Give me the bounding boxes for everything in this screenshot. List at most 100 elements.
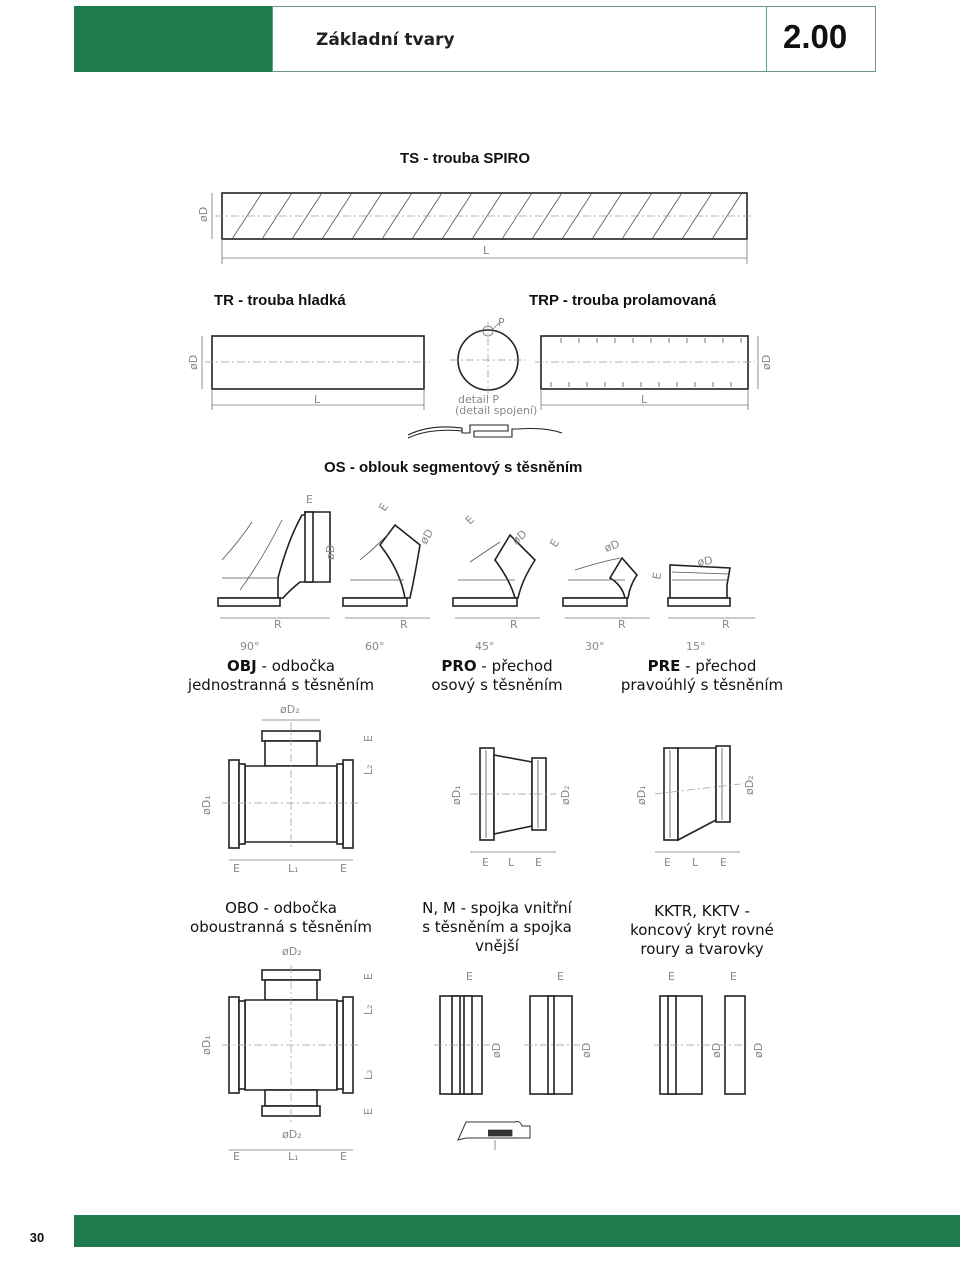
detail-p-marker: P — [498, 316, 505, 329]
pre-rest: - přechod — [680, 657, 757, 675]
tr-diameter-label: øD — [187, 355, 200, 370]
pre-d2-label: øD₂ — [743, 775, 756, 795]
ts-length-label: L — [483, 244, 490, 257]
obo-d1-label: øD₁ — [200, 1035, 213, 1055]
obo-e-top: E — [362, 973, 375, 980]
ts-diameter-label: øD — [197, 207, 210, 222]
kktr-title: KKTR, KKTV - koncový kryt rovné roury a … — [604, 902, 800, 959]
os-d-15: øD — [697, 554, 714, 569]
obo-l2-bottom: L₂ — [362, 1069, 375, 1080]
obj-e-right: E — [340, 862, 347, 875]
pro-e-right: E — [535, 856, 542, 869]
trp-title: TRP - trouba prolamovaná — [529, 292, 717, 309]
kktr-line1: KKTR, KKTV - — [654, 902, 750, 920]
obj-d2-label: øD₂ — [280, 703, 300, 716]
pre-reducer-drawing: øD₁ øD₂ E L E — [635, 745, 756, 869]
pro-d1-label: øD₁ — [450, 785, 463, 805]
obo-line1: OBO - odbočka — [225, 899, 337, 917]
obj-rest: - odbočka — [256, 657, 335, 675]
detail-sub-label: (detail spojení) — [455, 404, 537, 417]
os-radius-15: R — [722, 618, 730, 631]
kktr-cap-drawing: E øD E øD — [654, 970, 765, 1095]
obo-e-right: E — [340, 1150, 347, 1163]
obo-title: OBO - odbočka oboustranná s těsněním — [164, 899, 398, 937]
nm-e-n: E — [466, 970, 473, 983]
kktv-d: øD — [752, 1043, 765, 1058]
os-angle-90: 90° — [240, 640, 260, 653]
obo-l1-label: L₁ — [288, 1150, 299, 1163]
os-angle-60: 60° — [365, 640, 385, 653]
header-accent-block — [74, 6, 272, 72]
os-e-15: E — [650, 571, 664, 580]
obo-l2-top: L₂ — [362, 1004, 375, 1015]
obj-d1-label: øD₁ — [200, 795, 213, 815]
obj-tee-drawing: øD₂ øD₁ L₁ E E E L₂ — [200, 703, 375, 875]
nm-line1: N, M - spojka vnitřní — [422, 899, 572, 917]
os-title: OS - oblouk segmentový s těsněním — [324, 459, 583, 476]
obj-e-left: E — [233, 862, 240, 875]
detail-label: detail P — [458, 393, 499, 406]
nm-title: N, M - spojka vnitřní s těsněním a spojk… — [394, 899, 600, 956]
os-e-45: E — [463, 513, 477, 527]
pre-title: PRE - přechod pravoúhlý s těsněním — [596, 657, 808, 695]
os-d-60: øD — [417, 527, 436, 547]
pro-rest: - přechod — [476, 657, 553, 675]
obj-l2-label: L₂ — [362, 764, 375, 775]
pro-line2: osový s těsněním — [431, 676, 563, 694]
nm-d-n: øD — [490, 1043, 503, 1058]
pre-e-left: E — [664, 856, 671, 869]
kktv-e: E — [730, 970, 737, 983]
pre-line2: pravoúhlý s těsněním — [620, 676, 784, 694]
pro-title: PRO - přechod osový s těsněním — [404, 657, 590, 695]
obo-d2-top: øD₂ — [282, 945, 302, 958]
obo-e-bottom: E — [362, 1108, 375, 1115]
header-divider — [766, 6, 767, 72]
nm-line3: vnější — [475, 937, 519, 955]
obj-e-top: E — [362, 735, 375, 742]
os-d-90: øD — [324, 545, 337, 560]
os-radius-45: R — [510, 618, 518, 631]
obo-d2-bottom: øD₂ — [282, 1128, 302, 1141]
os-e-60: E — [376, 501, 391, 514]
obj-code: OBJ — [227, 657, 257, 675]
obo-e-left: E — [233, 1150, 240, 1163]
pro-code: PRO — [441, 657, 477, 675]
os-elbow-30: R E øD 30° — [547, 537, 650, 653]
nm-coupling-drawing: E øD E øD — [434, 970, 593, 1150]
pre-e-right: E — [720, 856, 727, 869]
section-number: 2.00 — [783, 18, 848, 55]
os-elbow-90: R E øD 90° — [217, 493, 337, 653]
os-elbow-15: R E øD 15° — [650, 554, 755, 653]
os-d-30: øD — [603, 537, 622, 554]
kktr-line2: koncový kryt rovné — [630, 921, 774, 939]
obj-l1-label: L₁ — [288, 862, 299, 875]
kktr-d: øD — [710, 1043, 723, 1058]
obj-title: OBJ - odbočka jednostranná s těsněním — [164, 657, 398, 695]
os-radius-90: R — [274, 618, 282, 631]
os-e-90: E — [306, 493, 313, 506]
obo-cross-drawing: øD₂ øD₂ øD₁ L₁ E E E L₂ L₂ E — [200, 945, 375, 1163]
os-angle-15: 15° — [686, 640, 706, 653]
pre-d1-label: øD₁ — [635, 785, 648, 805]
os-radius-60: R — [400, 618, 408, 631]
os-radius-30: R — [618, 618, 626, 631]
pro-e-left: E — [482, 856, 489, 869]
ts-title: TS - trouba SPIRO — [400, 150, 531, 167]
trp-perforated-drawing: L øD — [535, 335, 773, 410]
trp-length-label: L — [641, 393, 648, 406]
nm-e-m: E — [557, 970, 564, 983]
pro-d2-label: øD₂ — [559, 785, 572, 805]
page-number: 30 — [0, 1215, 74, 1247]
kktr-line3: roury a tvarovky — [640, 940, 764, 958]
kktr-e: E — [668, 970, 675, 983]
os-elbow-60: R E øD 60° — [342, 501, 436, 653]
pro-reducer-drawing: øD₁ øD₂ E L E — [450, 747, 572, 869]
os-angle-30: 30° — [585, 640, 605, 653]
nm-line2: s těsněním a spojka — [422, 918, 572, 936]
pro-l-label: L — [508, 856, 515, 869]
os-angle-45: 45° — [475, 640, 495, 653]
ts-spiro-drawing: L øD — [197, 192, 755, 264]
footer-bar — [0, 1215, 960, 1247]
pre-code: PRE — [647, 657, 681, 675]
